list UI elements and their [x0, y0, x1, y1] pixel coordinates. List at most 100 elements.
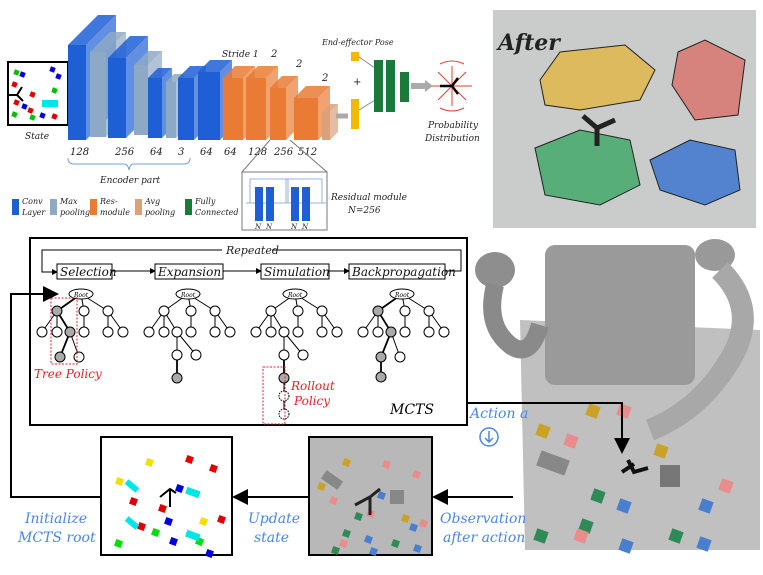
residual-module: N N N N [241, 171, 328, 231]
block [331, 546, 340, 555]
tree-node [36, 326, 48, 338]
tree-node [209, 326, 221, 338]
block [199, 517, 208, 526]
block [13, 69, 20, 76]
tree-node [185, 305, 197, 317]
channel-count: 256 [114, 147, 135, 158]
step-backpropagation: Backpropagation [351, 265, 456, 279]
pose-block [351, 52, 359, 61]
feature-block [351, 99, 359, 129]
root-node [175, 288, 201, 300]
block [391, 539, 400, 548]
tree-node [102, 326, 114, 338]
tree-node [209, 305, 221, 317]
mcts-tree: Root [143, 288, 236, 384]
action-down-icon [479, 427, 499, 447]
tree-policy-box [50, 297, 78, 365]
step-simulation: Simulation [264, 265, 330, 279]
block [354, 512, 363, 521]
tree-node [171, 349, 183, 361]
tree-policy-label: Tree Policy [34, 367, 102, 381]
n-label: N [290, 223, 298, 231]
block [137, 522, 146, 531]
residual-label: Residual module [330, 193, 407, 203]
stride-3: 2 [295, 59, 302, 70]
encoder-label: Encoder part [99, 176, 161, 186]
residual-n-label: N=256 [347, 206, 381, 216]
legend-label: Connected [195, 208, 239, 217]
step-expansion: Expansion [157, 265, 221, 279]
block [317, 482, 326, 491]
block [13, 99, 20, 106]
tree-node [394, 351, 406, 363]
block [412, 470, 421, 479]
tree-node [278, 408, 290, 420]
mcts-title: MCTS [389, 402, 434, 418]
block [164, 517, 173, 526]
tree-node [265, 326, 277, 338]
tree-node [78, 326, 90, 338]
legend-swatch [185, 199, 192, 215]
legend-swatch [50, 199, 57, 215]
block [329, 496, 338, 505]
action-label: Action a [468, 406, 528, 422]
tree-node [375, 351, 387, 363]
block [590, 488, 606, 504]
block [573, 528, 589, 544]
fc-layer-3 [400, 72, 409, 102]
action-arrow [467, 402, 630, 454]
block [409, 523, 418, 532]
root-label: Root [73, 292, 89, 299]
layer-block [322, 104, 338, 140]
tree-node [278, 326, 290, 338]
observation-label-1: Observation [440, 511, 526, 527]
probability-distribution-icon [432, 60, 472, 112]
legend-label: Conv [22, 197, 43, 206]
root-node [282, 288, 308, 300]
block [618, 538, 634, 554]
block [563, 433, 579, 449]
block [169, 537, 178, 546]
tree-node [316, 305, 328, 317]
legend-swatch [90, 199, 97, 215]
block [11, 111, 18, 118]
block [55, 73, 62, 80]
update-label-2: state [254, 530, 289, 546]
tree-node [292, 305, 304, 317]
mcts-tree: Root [250, 288, 343, 420]
network-layers [68, 15, 338, 140]
tree-node [278, 349, 290, 361]
tree-node [297, 349, 309, 361]
tree-node [278, 390, 290, 402]
root-node [68, 288, 94, 300]
tree-node [54, 351, 66, 363]
tree-node [143, 326, 155, 338]
block [342, 458, 351, 467]
root-label: Root [394, 292, 410, 299]
encoder-brace [67, 157, 191, 171]
block [585, 403, 601, 419]
layer-block [270, 76, 298, 140]
after-title: After [496, 30, 561, 56]
tree-node [102, 305, 114, 317]
legend: ConvLayerMaxpoolingRes-moduleAvgpoolingF… [12, 197, 239, 217]
block [616, 403, 632, 419]
block [27, 107, 34, 114]
state-image [7, 61, 69, 126]
block [718, 478, 734, 494]
step-box [348, 263, 446, 280]
mcts-tree: Root [357, 288, 450, 383]
block [419, 519, 428, 528]
legend-label: Layer [21, 208, 46, 217]
block [533, 528, 549, 544]
tree-node [357, 326, 369, 338]
block [369, 547, 378, 556]
block [51, 87, 58, 94]
channel-count: 64 [224, 147, 237, 158]
block [29, 114, 36, 121]
tree-node [372, 326, 384, 338]
